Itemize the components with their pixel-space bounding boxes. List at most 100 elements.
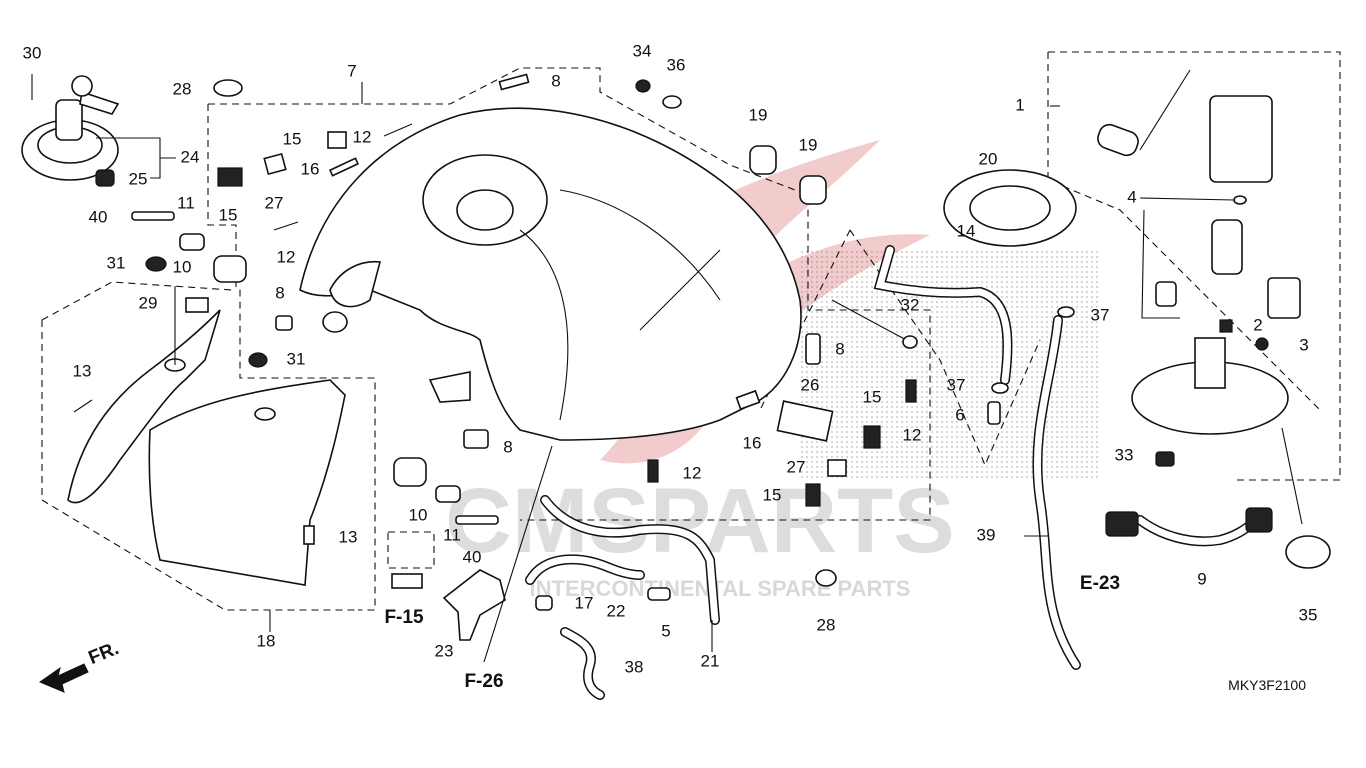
- bracket-23[interactable]: [442, 569, 506, 641]
- callout-37[interactable]: 37: [1091, 305, 1110, 324]
- joint-17[interactable]: [535, 595, 553, 611]
- nut-31-top[interactable]: [145, 256, 167, 272]
- callout-12[interactable]: 12: [353, 127, 372, 146]
- bolt-40-b[interactable]: [455, 515, 499, 525]
- drain-cap-25[interactable]: [95, 169, 115, 187]
- nut-32[interactable]: [902, 335, 918, 349]
- ref-e23[interactable]: E-23: [1080, 573, 1120, 594]
- callout-19[interactable]: 19: [799, 135, 818, 154]
- nut-31-bottom[interactable]: [248, 352, 268, 368]
- rubber-12-a[interactable]: [383, 123, 413, 137]
- rubber-8-b[interactable]: [275, 315, 293, 331]
- callout-37[interactable]: 37: [947, 375, 966, 394]
- rubber-13-a[interactable]: [73, 399, 93, 413]
- callout-8[interactable]: 8: [275, 283, 284, 302]
- joint-6[interactable]: [987, 401, 1001, 425]
- callout-7[interactable]: 7: [347, 61, 356, 80]
- callout-2[interactable]: 2: [1253, 315, 1262, 334]
- callout-28[interactable]: 28: [173, 79, 192, 98]
- callout-20[interactable]: 20: [979, 149, 998, 168]
- callout-24[interactable]: 24: [181, 147, 200, 166]
- rubber-13-b[interactable]: [303, 525, 315, 545]
- callout-32[interactable]: 32: [901, 295, 920, 314]
- callout-9[interactable]: 9: [1197, 569, 1206, 588]
- rubber-10[interactable]: [213, 255, 247, 283]
- nut-34[interactable]: [635, 79, 651, 93]
- callout-12[interactable]: 12: [277, 247, 296, 266]
- callout-16[interactable]: 16: [301, 159, 320, 178]
- callout-14[interactable]: 14: [957, 221, 976, 240]
- callout-1[interactable]: 1: [1015, 95, 1024, 114]
- joint-5[interactable]: [647, 587, 671, 601]
- grommet-28-top[interactable]: [213, 79, 243, 97]
- callout-23[interactable]: 23: [435, 641, 454, 660]
- rubber-12-b[interactable]: [273, 221, 299, 231]
- sponge-15-d[interactable]: [805, 483, 821, 507]
- callout-27[interactable]: 27: [787, 457, 806, 476]
- callout-36[interactable]: 36: [667, 55, 686, 74]
- rubber-19-a[interactable]: [749, 145, 777, 175]
- callout-19[interactable]: 19: [749, 105, 768, 124]
- callout-30[interactable]: 30: [23, 43, 42, 62]
- callout-38[interactable]: 38: [625, 657, 644, 676]
- callout-21[interactable]: 21: [701, 651, 720, 670]
- callout-8[interactable]: 8: [835, 339, 844, 358]
- callout-12[interactable]: 12: [903, 425, 922, 444]
- nut-33[interactable]: [1155, 451, 1175, 467]
- callout-39[interactable]: 39: [977, 525, 996, 544]
- callout-10[interactable]: 10: [409, 505, 428, 524]
- callout-15[interactable]: 15: [219, 205, 238, 224]
- sponge-15-c[interactable]: [863, 425, 881, 449]
- callout-12[interactable]: 12: [683, 463, 702, 482]
- callout-5[interactable]: 5: [661, 621, 670, 640]
- callout-13[interactable]: 13: [339, 527, 358, 546]
- collar-11[interactable]: [179, 233, 205, 251]
- callout-11[interactable]: 11: [443, 525, 461, 544]
- callout-29[interactable]: 29: [139, 293, 158, 312]
- rod-32[interactable]: [831, 299, 911, 343]
- rubber-8-a[interactable]: [498, 73, 530, 91]
- rubber-12-c[interactable]: [647, 459, 659, 483]
- collar-11-b[interactable]: [435, 485, 461, 503]
- callout-40[interactable]: 40: [89, 207, 108, 226]
- grommet-28-bottom[interactable]: [815, 569, 837, 587]
- strip-16-b[interactable]: [735, 389, 761, 411]
- callout-22[interactable]: 22: [607, 601, 626, 620]
- rubber-10-b[interactable]: [393, 457, 427, 487]
- ref-f26[interactable]: F-26: [464, 671, 503, 692]
- callout-15[interactable]: 15: [863, 387, 882, 406]
- rubber-8-c[interactable]: [463, 429, 489, 449]
- callout-8[interactable]: 8: [503, 437, 512, 456]
- callout-15[interactable]: 15: [763, 485, 782, 504]
- callout-25[interactable]: 25: [129, 169, 148, 188]
- callout-16[interactable]: 16: [743, 433, 762, 452]
- rubber-12-d[interactable]: [905, 379, 917, 403]
- band-35[interactable]: [1285, 535, 1331, 569]
- callout-11[interactable]: 11: [177, 193, 195, 212]
- oring-4[interactable]: [1233, 195, 1247, 205]
- callout-6[interactable]: 6: [955, 405, 964, 424]
- callout-10[interactable]: 10: [173, 257, 192, 276]
- callout-33[interactable]: 33: [1115, 445, 1134, 464]
- strip-16-a[interactable]: [328, 157, 360, 177]
- callout-27[interactable]: 27: [265, 193, 284, 212]
- bolt-40[interactable]: [131, 211, 175, 221]
- callout-34[interactable]: 34: [633, 41, 652, 60]
- callout-35[interactable]: 35: [1299, 605, 1318, 624]
- callout-8[interactable]: 8: [551, 71, 560, 90]
- side-shroud[interactable]: [67, 297, 346, 586]
- callout-31[interactable]: 31: [287, 349, 306, 368]
- callout-18[interactable]: 18: [257, 631, 276, 650]
- clip-37-b[interactable]: [991, 382, 1009, 394]
- sheet-26[interactable]: [776, 400, 834, 442]
- callout-13[interactable]: 13: [73, 361, 92, 380]
- sheet-27-b[interactable]: [827, 459, 847, 477]
- sponge-15-a[interactable]: [217, 167, 243, 187]
- fuel-tank[interactable]: [299, 107, 802, 441]
- callout-40[interactable]: 40: [463, 547, 482, 566]
- callout-26[interactable]: 26: [801, 375, 820, 394]
- sheet-27-a[interactable]: [263, 152, 287, 176]
- sheet-29[interactable]: [185, 297, 209, 313]
- callout-15[interactable]: 15: [283, 129, 302, 148]
- rubber-8-d[interactable]: [805, 333, 821, 365]
